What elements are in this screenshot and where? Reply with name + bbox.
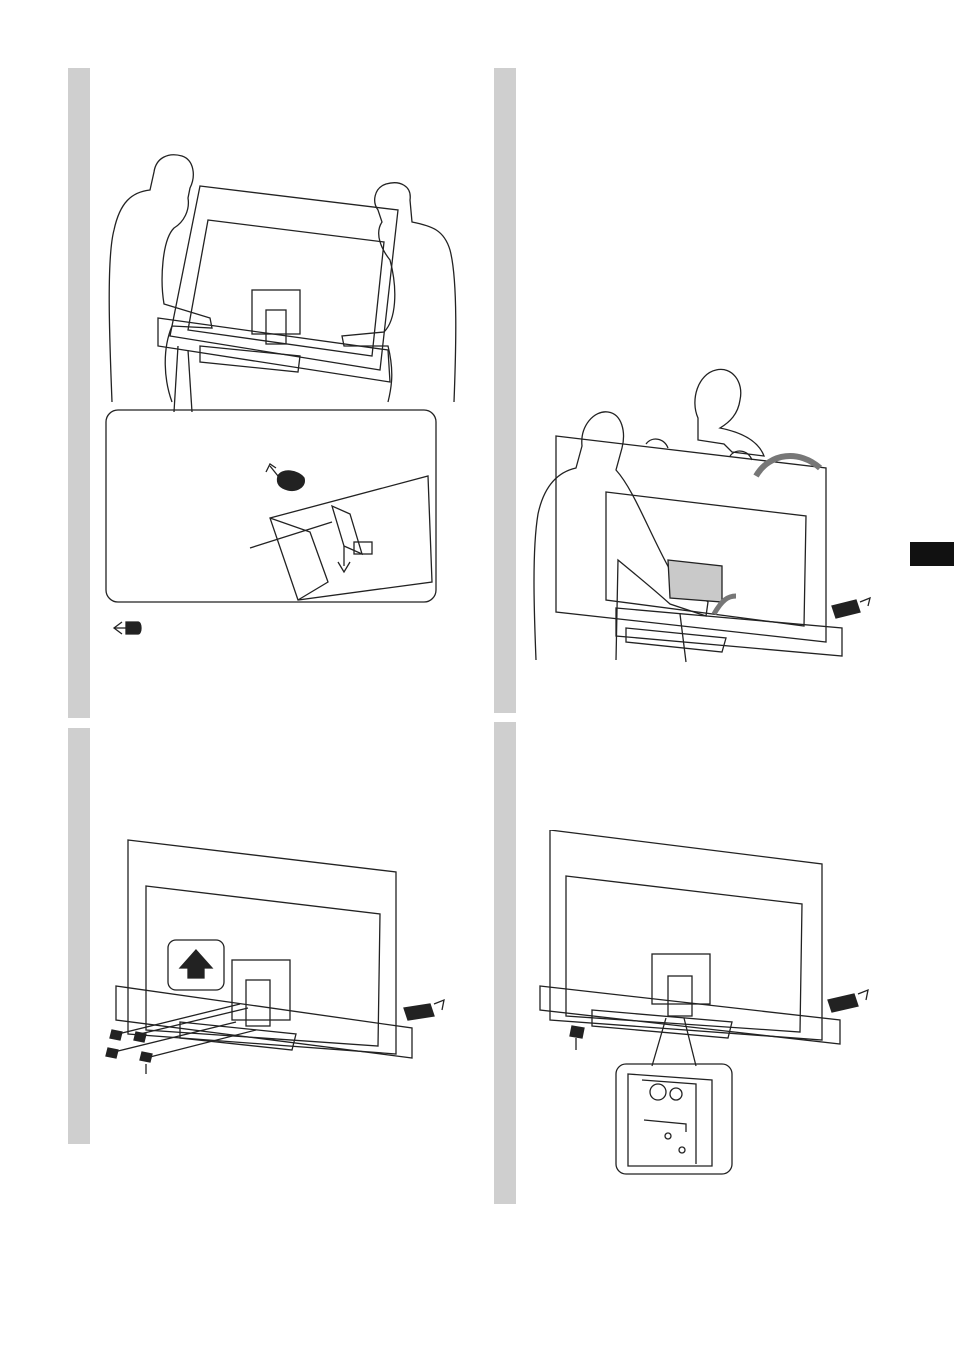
speaker-base: [540, 986, 840, 1044]
screw-icon: [570, 1026, 584, 1038]
right-person-silhouette: [342, 183, 456, 402]
step-2-illustration: [530, 360, 880, 670]
step-4-illustration: [536, 830, 876, 1180]
tv-back: [550, 830, 822, 1040]
hand-icon: [832, 600, 860, 618]
detail-callout: [616, 1064, 732, 1174]
language-tab-marker: [910, 542, 954, 566]
step-1-bar: [68, 68, 90, 718]
up-arrow-icon: [180, 950, 212, 978]
left-person-silhouette: [109, 155, 212, 402]
hand-icon: [828, 994, 858, 1012]
speaker-base: [616, 608, 842, 656]
front-person-silhouette: [534, 412, 708, 660]
hand-icon: [404, 1004, 434, 1020]
step-3-bar: [68, 728, 90, 1144]
step-1-illustration: [92, 150, 472, 650]
step-3-illustration: [100, 836, 450, 1076]
hand-icon: [277, 471, 304, 490]
detail-callout: [106, 410, 436, 602]
step-2-bar: [494, 68, 516, 713]
step-4-bar: [494, 722, 516, 1204]
tv-back: [170, 186, 398, 370]
back-person-silhouette: [695, 369, 764, 456]
